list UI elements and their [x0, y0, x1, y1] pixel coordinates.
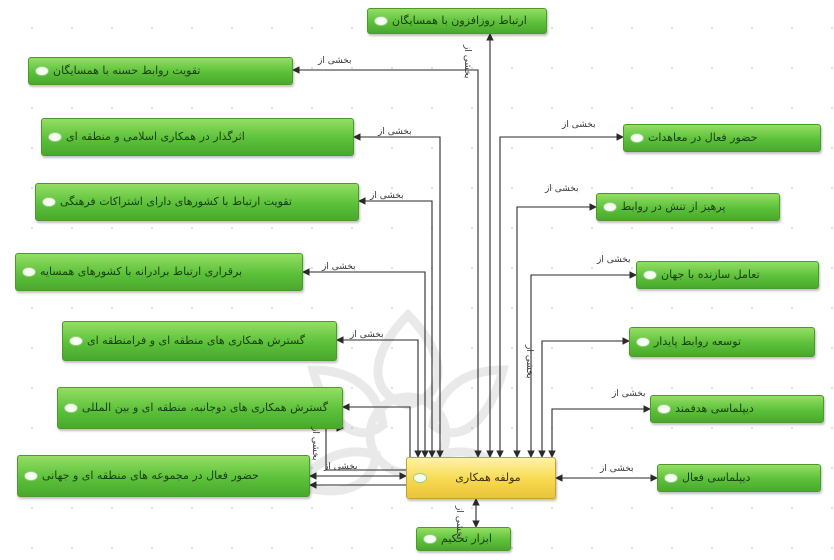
node-right-1[interactable]: حضور فعال در معاهدات — [623, 124, 821, 152]
edge-label: بخشی از — [370, 191, 404, 201]
node-left-5[interactable]: گسترش همکاری های منطقه ای و فرامنطقه ای — [62, 321, 337, 361]
node-icon — [22, 267, 36, 277]
node-label: ارتباط روزافزون با همسایگان — [392, 13, 527, 27]
node-icon — [630, 133, 644, 143]
node-label: گسترش همکاری های منطقه ای و فرامنطقه ای — [87, 333, 306, 347]
edge-label: بخشی از — [310, 427, 320, 461]
node-left-1[interactable]: تقویت روابط حسنه با همسایگان — [28, 57, 293, 85]
edge-label: بخشی از — [378, 127, 412, 137]
node-right-2[interactable]: پرهیز از تنش در روابط — [596, 193, 780, 221]
node-icon — [69, 336, 83, 346]
edge-label: بخشی از — [545, 184, 579, 194]
node-icon — [374, 16, 388, 26]
edge-left-1 — [292, 66, 482, 458]
node-label: تعامل سازنده با جهان — [661, 267, 760, 281]
node-right-6[interactable]: دیپلماسی فعال — [657, 464, 821, 492]
edge-label: بخشی از — [562, 120, 596, 130]
node-label: تقویت روابط حسنه با همسایگان — [53, 63, 201, 77]
node-label: مولفه همکاری — [455, 470, 521, 484]
node-left-7[interactable]: حضور فعال در مجموعه های منطقه ای و جهانی — [17, 455, 310, 497]
edge-label: بخشی از — [318, 56, 352, 66]
node-bottom[interactable]: ابزار تحکیم — [416, 527, 511, 551]
center-node-cooperation[interactable]: مولفه همکاری — [406, 457, 556, 499]
node-icon — [42, 197, 56, 207]
node-icon — [423, 534, 437, 544]
edge-label: بخشی از — [324, 462, 358, 472]
node-icon — [664, 473, 678, 483]
edge-label: بخشی از — [462, 45, 472, 79]
node-label: دیپلماسی فعال — [682, 470, 751, 484]
edge-left-2 — [353, 133, 444, 458]
node-label: ابزار تحکیم — [441, 531, 492, 545]
node-label: برقراری ارتباط برادرانه با کشورهای همسای… — [40, 264, 243, 278]
node-icon — [643, 270, 657, 280]
node-left-6[interactable]: گسترش همکاری های دوجانبه، منطقه ای و بین… — [57, 387, 343, 429]
node-label: پرهیز از تنش در روابط — [621, 199, 726, 213]
edge-right-2 — [513, 203, 597, 458]
node-label: اثرگذار در همکاری اسلامی و منطقه ای — [66, 129, 245, 143]
edge-left-4 — [302, 268, 429, 458]
edge-left-3 — [358, 197, 436, 458]
node-icon — [24, 471, 38, 481]
edge-label: بخشی از — [597, 255, 631, 265]
node-label: تقویت ارتباط با کشورهای دارای اشتراکات ف… — [60, 194, 292, 208]
node-label: توسعه روابط پایدار — [654, 334, 741, 348]
edge-right-1 — [496, 133, 624, 458]
node-icon — [48, 132, 62, 142]
edge-right-4 — [538, 337, 630, 458]
edge-label: بخشی از — [454, 506, 464, 540]
edge-right-3 — [527, 271, 637, 458]
node-icon — [35, 66, 49, 76]
node-icon — [636, 337, 650, 347]
edge-label: بخشی از — [350, 330, 384, 340]
edge-label: بخشی از — [524, 345, 534, 379]
edge-right-5 — [548, 405, 651, 458]
node-label: دیپلماسی هدفمند — [675, 401, 754, 415]
node-label: حضور فعال در معاهدات — [648, 130, 758, 144]
node-icon — [413, 473, 427, 483]
node-right-4[interactable]: توسعه روابط پایدار — [629, 327, 815, 357]
node-label: گسترش همکاری های دوجانبه، منطقه ای و بین… — [82, 400, 328, 414]
node-right-5[interactable]: دیپلماسی هدفمند — [650, 395, 824, 423]
edge-left-6 — [342, 403, 414, 466]
edge-label: بخشی از — [600, 464, 634, 474]
node-left-2[interactable]: اثرگذار در همکاری اسلامی و منطقه ای — [41, 118, 354, 156]
node-left-4[interactable]: برقراری ارتباط برادرانه با کشورهای همسای… — [15, 253, 303, 291]
node-label: حضور فعال در مجموعه های منطقه ای و جهانی — [42, 468, 259, 482]
node-right-3[interactable]: تعامل سازنده با جهان — [636, 261, 819, 289]
node-icon — [657, 404, 671, 414]
node-icon — [603, 202, 617, 212]
node-top[interactable]: ارتباط روزافزون با همسایگان — [367, 8, 547, 34]
edge-left-5 — [336, 336, 422, 458]
edge-label: بخشی از — [322, 262, 356, 272]
node-icon — [64, 403, 78, 413]
edge-label: بخشی از — [612, 389, 646, 399]
node-left-3[interactable]: تقویت ارتباط با کشورهای دارای اشتراکات ف… — [35, 183, 359, 221]
